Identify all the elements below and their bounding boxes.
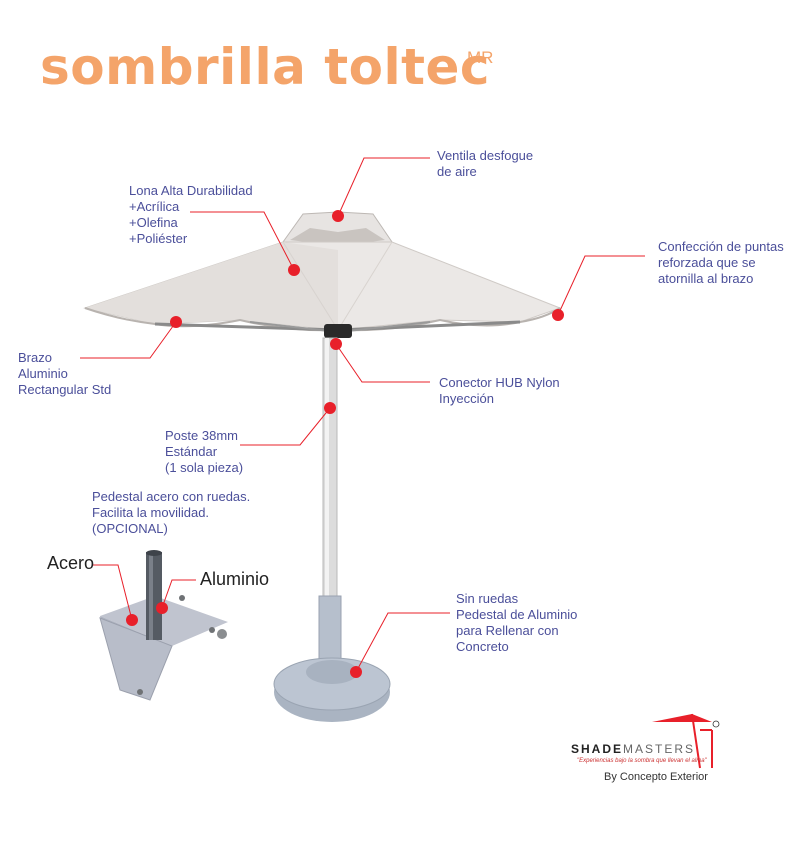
shademasters-logo-text: SHADEMASTERS — [571, 742, 696, 756]
logo-tagline: "Experiencias bajo la sombra que llevan … — [577, 758, 707, 764]
page-title: sombrilla toltec — [40, 38, 491, 96]
label-pedestal-wheels: Pedestal acero con ruedas. Facilita la m… — [92, 489, 251, 536]
label-aluminum: Aluminio — [200, 569, 270, 589]
trademark-mark: MR — [467, 48, 494, 67]
label-arm: Brazo Aluminio Rectangular Std — [18, 350, 112, 397]
steel-pedestal — [99, 550, 228, 701]
label-hub: Conector HUB Nylon Inyección — [439, 375, 560, 406]
canopy — [83, 241, 562, 333]
aluminum-base — [273, 595, 391, 722]
label-vent: Ventila desfogue de aire — [437, 148, 534, 179]
hub-connector — [324, 324, 352, 338]
label-pole: Poste 38mm Estándar (1 sola pieza) — [165, 428, 244, 475]
label-tips: Confección de puntas reforzada que se at… — [658, 239, 784, 286]
label-canvas: Lona Alta Durabilidad +Acrílica +Olefina… — [129, 183, 253, 246]
callouts — [80, 157, 645, 673]
label-steel: Acero — [47, 553, 95, 573]
label-no-wheels: Sin ruedas Pedestal de Aluminio para Rel… — [456, 591, 578, 654]
callout-dots — [126, 210, 564, 678]
logo-byline: By Concepto Exterior — [604, 771, 708, 783]
shademasters-logo-mark — [652, 713, 720, 769]
